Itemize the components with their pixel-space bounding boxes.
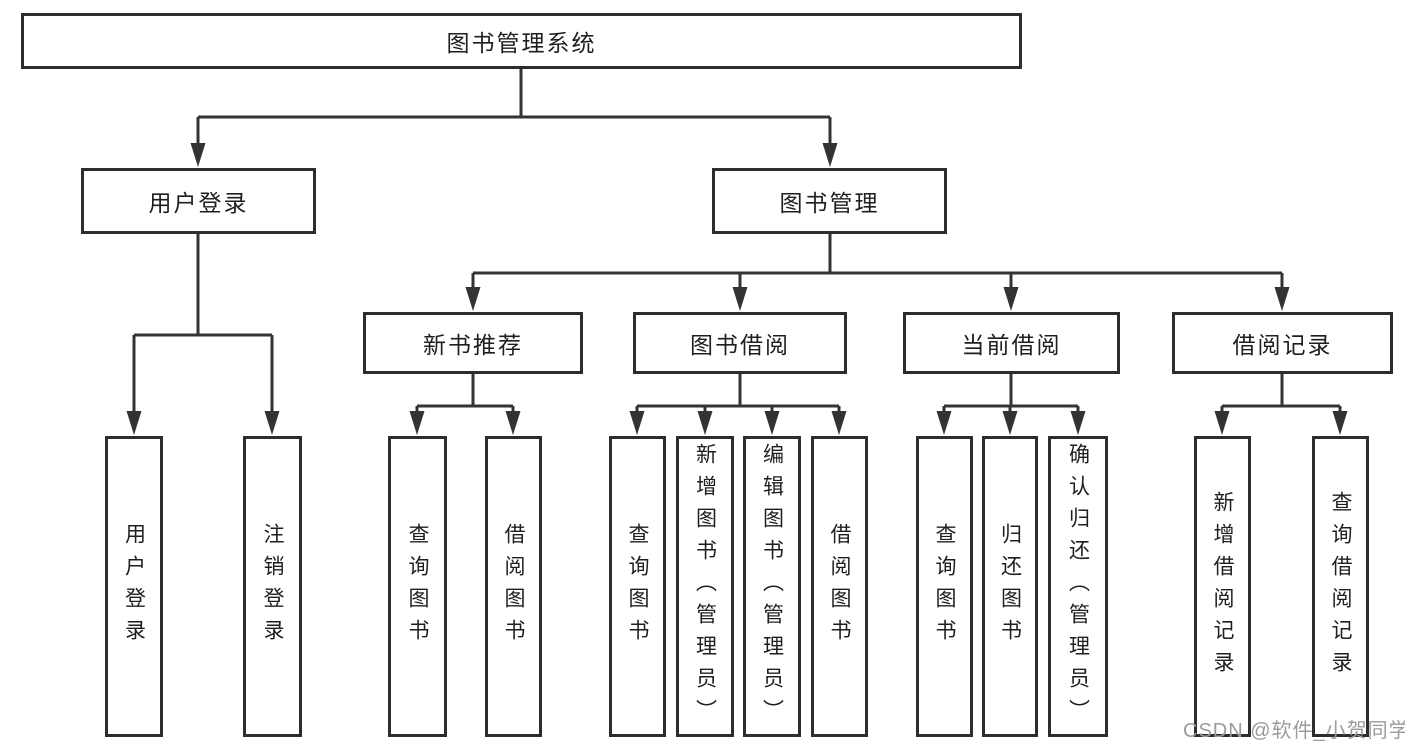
leaf-return-books: 归还图书: [982, 436, 1038, 737]
leaf-label: 新增借阅记录: [1211, 490, 1234, 683]
leaf-user-login: 用户登录: [105, 436, 163, 737]
leaf-label: 查询图书: [626, 522, 649, 651]
node-root-system: 图书管理系统: [21, 13, 1022, 69]
node-label: 图书管理系统: [446, 30, 597, 56]
leaf-label: 新增图书（管理员）: [693, 442, 717, 731]
connector-book-mgmt-to-children: [465, 234, 1290, 311]
connector-user-login-to-children: [126, 234, 280, 435]
connector-borrow-record-to-children: [1214, 374, 1348, 435]
connector-root-to-children: [190, 69, 838, 167]
leaf-label: 确认归还（管理员）: [1066, 442, 1090, 731]
leaf-logout: 注销登录: [243, 436, 302, 737]
node-new-book-recommend: 新书推荐: [363, 312, 583, 374]
leaf-edit-books-admin: 编辑图书（管理员）: [743, 436, 801, 737]
leaf-add-books-admin: 新增图书（管理员）: [676, 436, 734, 737]
node-label: 图书管理: [779, 190, 880, 216]
leaf-label: 用户登录: [122, 522, 146, 651]
node-current-borrow: 当前借阅: [903, 312, 1120, 374]
leaf-borrow-books-newbook: 借阅图书: [485, 436, 542, 737]
csdn-watermark: CSDN @软件_小贺同学: [1183, 720, 1405, 742]
leaf-query-books-newbook: 查询图书: [388, 436, 447, 737]
leaf-add-borrow-record: 新增借阅记录: [1194, 436, 1251, 737]
node-label: 新书推荐: [423, 332, 523, 358]
node-book-management: 图书管理: [712, 168, 947, 234]
leaf-label: 查询图书: [933, 522, 956, 651]
leaf-query-books-borrow: 查询图书: [609, 436, 666, 737]
leaf-label: 归还图书: [998, 522, 1022, 651]
leaf-query-borrow-record: 查询借阅记录: [1312, 436, 1369, 737]
connector-book-borrow-to-children: [629, 374, 847, 435]
leaf-confirm-return-admin: 确认归还（管理员）: [1048, 436, 1108, 737]
node-label: 用户登录: [148, 190, 249, 216]
leaf-label: 查询图书: [406, 522, 429, 651]
leaf-label: 借阅图书: [502, 522, 525, 651]
leaf-borrow-books: 借阅图书: [811, 436, 868, 737]
leaf-label: 查询借阅记录: [1329, 490, 1352, 683]
leaf-label: 编辑图书（管理员）: [760, 442, 784, 731]
leaf-label: 借阅图书: [828, 522, 851, 651]
node-label: 借阅记录: [1232, 332, 1333, 358]
node-user-login: 用户登录: [81, 168, 316, 234]
node-borrow-record: 借阅记录: [1172, 312, 1393, 374]
leaf-label: 注销登录: [261, 522, 284, 651]
connector-new-book-to-children: [409, 374, 521, 435]
leaf-query-books-current: 查询图书: [916, 436, 973, 737]
node-label: 当前借阅: [961, 332, 1062, 358]
connector-current-borrow-to-children: [936, 374, 1086, 435]
node-book-borrow: 图书借阅: [633, 312, 847, 374]
node-label: 图书借阅: [690, 332, 790, 358]
